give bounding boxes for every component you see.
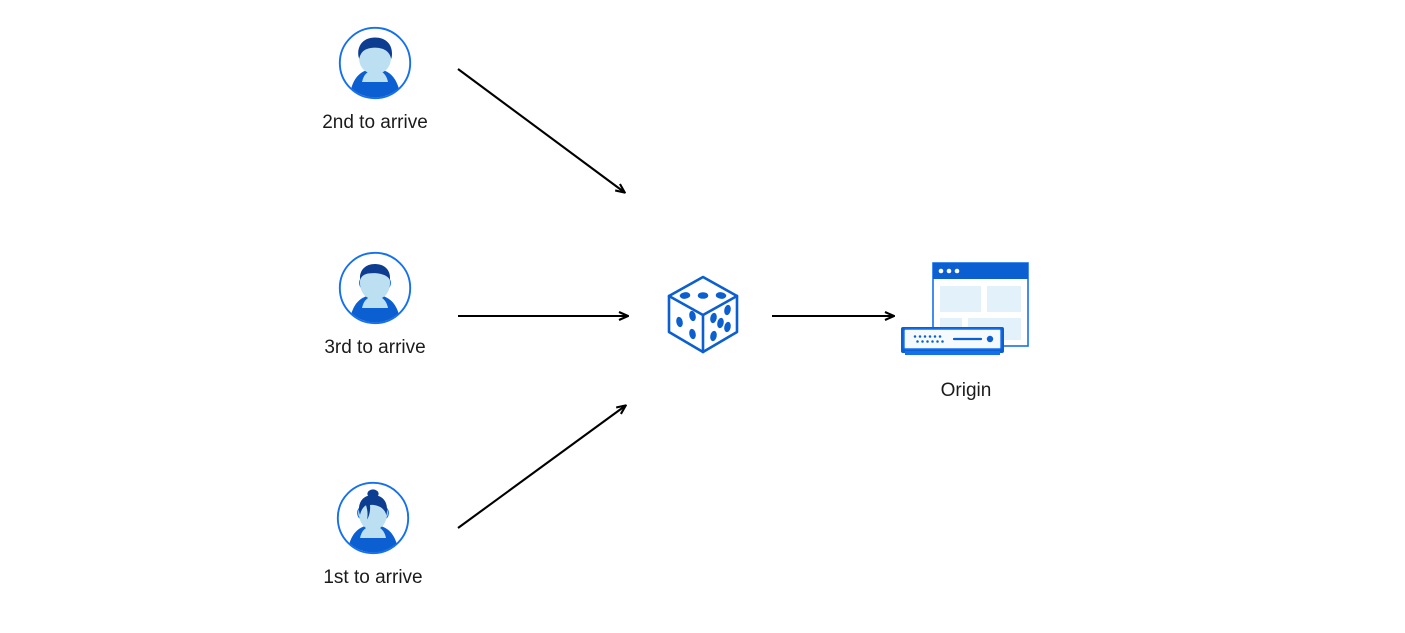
arrow-2nd-to-dice xyxy=(457,68,624,192)
dice-cube-icon xyxy=(657,268,749,360)
user-avatar-icon xyxy=(338,26,412,100)
server-device-icon xyxy=(901,327,1004,355)
arrow-1st-to-dice xyxy=(457,406,625,529)
user-avatar-icon xyxy=(336,481,410,555)
node-user-1st[interactable]: 1st to arrive xyxy=(308,481,438,590)
node-user-2nd[interactable]: 2nd to arrive xyxy=(310,26,440,135)
node-label: 1st to arrive xyxy=(323,567,423,588)
node-dice[interactable] xyxy=(657,268,749,360)
user-avatar-icon xyxy=(338,251,412,325)
node-user-3rd[interactable]: 3rd to arrive xyxy=(310,251,440,360)
origin-server-icon xyxy=(896,258,1036,362)
node-origin[interactable]: Origin xyxy=(896,258,1036,403)
node-label: Origin xyxy=(940,380,992,401)
node-label: 3rd to arrive xyxy=(324,337,426,358)
node-label: 2nd to arrive xyxy=(322,112,428,133)
